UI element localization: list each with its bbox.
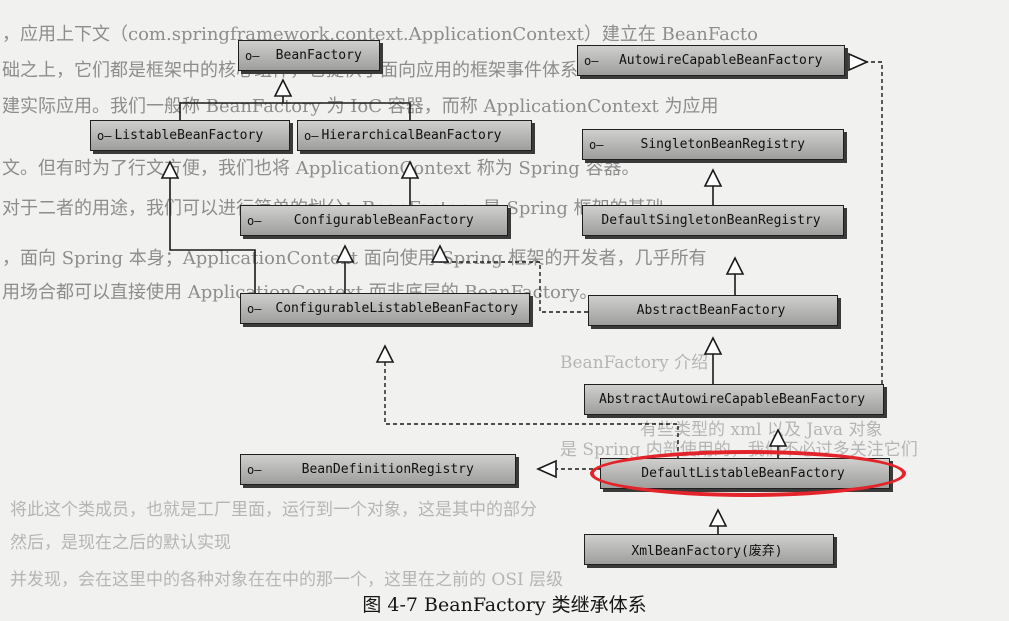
node-label: AutowireCapableBeanFactory xyxy=(618,53,823,68)
circle-dash-icon: o— xyxy=(247,301,262,316)
node-xmlbeanfactory: XmlBeanFactory(废弃) xyxy=(584,534,834,565)
node-configurablelistablebeanfactory: o— ConfigurableListableBeanFactory xyxy=(240,293,530,324)
arrowhead xyxy=(335,244,355,263)
arrowhead xyxy=(536,459,557,479)
circle-dash-icon: o— xyxy=(97,128,112,143)
arrowhead xyxy=(768,428,788,447)
node-defaultsingletonbeanregistry: DefaultSingletonBeanRegistry xyxy=(582,205,844,236)
node-label: XmlBeanFactory(废弃) xyxy=(631,544,783,559)
circle-dash-icon: o— xyxy=(245,48,260,63)
node-label: ConfigurableListableBeanFactory xyxy=(275,301,519,316)
arrowhead xyxy=(273,78,293,97)
node-label: ListableBeanFactory xyxy=(114,128,264,143)
node-listablebeanfactory: o— ListableBeanFactory xyxy=(90,120,290,151)
node-abstractautowirecapablebeanfactory: AbstractAutowireCapableBeanFactory xyxy=(584,384,884,415)
connector-abstractautowire-to-autowirecapable xyxy=(867,61,883,384)
circle-dash-icon: o— xyxy=(247,462,262,477)
node-label: ConfigurableBeanFactory xyxy=(293,213,474,228)
arrowhead xyxy=(703,168,723,187)
circle-dash-icon: o— xyxy=(247,213,262,228)
connector-cfglistable-to-listable xyxy=(169,162,256,293)
node-label: AbstractAutowireCapableBeanFactory xyxy=(598,392,866,407)
node-hierarchicalbeanfactory: o— HierarchicalBeanFactory xyxy=(297,120,532,151)
node-label: BeanDefinitionRegistry xyxy=(301,462,474,477)
connector-hierarchical-to-beanfactory xyxy=(283,102,411,120)
arrowhead xyxy=(708,508,728,527)
node-label: DefaultSingletonBeanRegistry xyxy=(601,213,821,228)
arrowhead xyxy=(375,344,395,363)
arrowhead xyxy=(160,160,180,179)
circle-dash-icon: o— xyxy=(584,53,599,68)
circle-dash-icon: o— xyxy=(304,128,319,143)
connector-defaultlistable-to-cfglistable xyxy=(384,346,679,458)
node-label: HierarchicalBeanFactory xyxy=(321,128,502,143)
figure-caption: 图 4-7 BeanFactory 类继承体系 xyxy=(362,594,647,616)
node-configurablebeanfactory: o— ConfigurableBeanFactory xyxy=(240,205,508,236)
node-autowirecapablebeanfactory: o— AutowireCapableBeanFactory xyxy=(577,45,845,76)
arrowhead xyxy=(848,52,869,72)
node-label: BeanFactory xyxy=(275,48,362,63)
connector-listable-to-beanfactory xyxy=(179,80,284,120)
node-beandefinitionregistry: o— BeanDefinitionRegistry xyxy=(240,454,516,485)
arrowhead xyxy=(400,160,420,179)
node-abstractbeanfactory: AbstractBeanFactory xyxy=(588,295,838,326)
arrowhead xyxy=(703,336,723,355)
circle-dash-icon: o— xyxy=(589,137,604,152)
node-label: SingletonBeanRegistry xyxy=(640,137,805,152)
node-label: AbstractBeanFactory xyxy=(636,303,786,318)
arrowhead xyxy=(430,244,450,263)
highlight-ring xyxy=(590,450,906,497)
node-beanfactory: o— BeanFactory xyxy=(238,40,380,71)
arrowhead xyxy=(725,256,745,275)
node-singletonbeanregistry: o— SingletonBeanRegistry xyxy=(582,129,844,160)
